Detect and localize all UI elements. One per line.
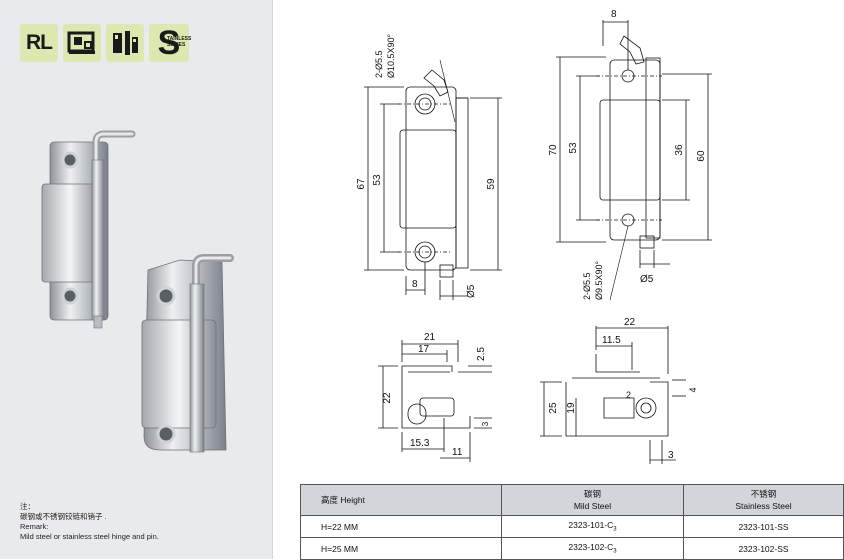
row-mild-steel: 2323-102-C3: [501, 537, 684, 560]
remark-label-cn: 注：: [20, 502, 35, 511]
row-stainless-steel: 2323-101-SS: [683, 515, 844, 538]
table-row: H=25 MM 2323-102-C3 2323-102-SS: [300, 537, 844, 560]
header-stainless-steel: 不锈钢 Stainless Steel: [683, 484, 844, 516]
row-mild-steel-code: 2323-102-C: [568, 542, 614, 553]
spec-table: 高度 Height 碳钢 Mild Steel 不锈钢 Stainless St…: [300, 484, 844, 560]
back-dim-53: 53: [568, 142, 579, 154]
header-mild-steel-cn: 碳钢: [583, 489, 601, 499]
row-height: H=22 MM: [300, 515, 502, 538]
row-mild-steel-code: 2323-101-C: [568, 520, 614, 531]
front-dim-pin: Ø5: [466, 284, 477, 298]
row-height: H=25 MM: [300, 537, 502, 560]
stainless-series-text: TAINLESS SERIES: [167, 36, 191, 48]
top-left-dim-22: 22: [382, 392, 393, 404]
row-stainless-steel: 2323-102-SS: [683, 537, 844, 560]
header-stainless-steel-en: Stainless Steel: [735, 501, 792, 511]
front-view-labels: 2-Ø5.5 Ø10.5X90° 67 53 59 8 Ø5: [356, 33, 497, 298]
stainless-series-badge: S TAINLESS SERIES: [149, 24, 191, 62]
left-panel: RL S TAINLESS SERIES: [0, 0, 273, 559]
header-stainless-steel-cn: 不锈钢: [750, 489, 777, 499]
top-left-dim-21: 21: [424, 332, 436, 343]
technical-drawings: 2-Ø5.5 Ø10.5X90° 67 53 59 8 Ø5 8 70 53 3…: [356, 9, 712, 464]
header-mild-steel: 碳钢 Mild Steel: [501, 484, 684, 516]
top-view-right-drawing: [540, 326, 686, 464]
stainless-series-line2: SERIES: [167, 42, 186, 48]
top-right-dim-11-5: 11.5: [602, 335, 621, 346]
top-right-dim-4: 4: [688, 387, 698, 392]
header-height: 高度 Height: [300, 484, 502, 516]
panel-mount-icon: [63, 24, 101, 62]
back-dim-60: 60: [696, 150, 707, 162]
header-mild-steel-en: Mild Steel: [573, 501, 612, 511]
top-right-dim-19: 19: [566, 402, 577, 414]
back-dim-8: 8: [611, 9, 617, 20]
back-hole-spec: 2-Ø5.5: [582, 272, 592, 300]
front-dim-67: 67: [356, 178, 367, 190]
top-left-dim-17: 17: [418, 344, 430, 355]
rl-badge: RL: [20, 24, 58, 62]
top-right-dim-25: 25: [548, 402, 559, 414]
top-right-dim-3: 3: [668, 450, 674, 461]
remark-text-cn: 碳钢或不锈钢铰链和销子 .: [20, 512, 107, 521]
front-dim-59: 59: [486, 178, 497, 190]
top-right-dim-22: 22: [624, 317, 636, 328]
top-left-dim-3: 3: [481, 421, 490, 426]
rl-badge-text: RL: [26, 31, 53, 54]
top-left-dim-15-3: 15.3: [410, 438, 430, 449]
front-dim-8: 8: [412, 279, 418, 290]
stainless-series-letter: S: [157, 24, 181, 62]
top-right-dim-2: 2: [626, 390, 631, 400]
back-dim-70: 70: [548, 144, 559, 156]
top-right-labels: 22 11.5 4 25 19 2 3: [548, 317, 698, 461]
hinge-front-photo: [41, 130, 136, 329]
top-left-dim-11: 11: [452, 447, 463, 458]
back-countersink-spec: Ø9.5X90°: [594, 260, 604, 300]
table-row: H=22 MM 2323-101-C3 2323-101-SS: [300, 515, 844, 538]
hinge-angled-photo: [141, 254, 234, 453]
front-hole-spec: 2-Ø5.5: [374, 50, 384, 78]
row-mild-steel-sub: 3: [613, 548, 617, 555]
remark-text-en: Mild steel or stainless steel hinge and …: [20, 532, 159, 541]
front-dim-53: 53: [372, 174, 383, 186]
spec-table-header: 高度 Height 碳钢 Mild Steel 不锈钢 Stainless St…: [300, 484, 844, 516]
top-view-left-drawing: [378, 340, 492, 462]
top-left-labels: 21 17 2.5 22 3 15.3 11: [382, 332, 490, 458]
hinge-pin-icon: [106, 24, 144, 62]
back-view-drawing: [556, 20, 712, 301]
back-view-labels: 8 70 53 36 60 Ø5 2-Ø5.5 Ø9.5X90°: [548, 9, 707, 300]
remark-block: 注： 碳钢或不锈钢铰链和销子 . Remark: Mild steel or s…: [20, 502, 265, 542]
back-dim-pin: Ø5: [640, 274, 654, 285]
front-countersink-spec: Ø10.5X90°: [386, 33, 396, 78]
hinge-product-photo: [41, 130, 234, 453]
back-dim-36: 36: [674, 144, 685, 156]
row-mild-steel: 2323-101-C3: [501, 515, 684, 538]
remark-label-en: Remark:: [20, 522, 49, 531]
top-left-dim-2-5: 2.5: [476, 347, 487, 361]
stainless-series-line1: TAINLESS: [167, 36, 192, 42]
front-view-drawing: [364, 59, 502, 300]
certification-badges: RL S TAINLESS SERIES: [20, 24, 191, 64]
row-mild-steel-sub: 3: [613, 526, 617, 533]
